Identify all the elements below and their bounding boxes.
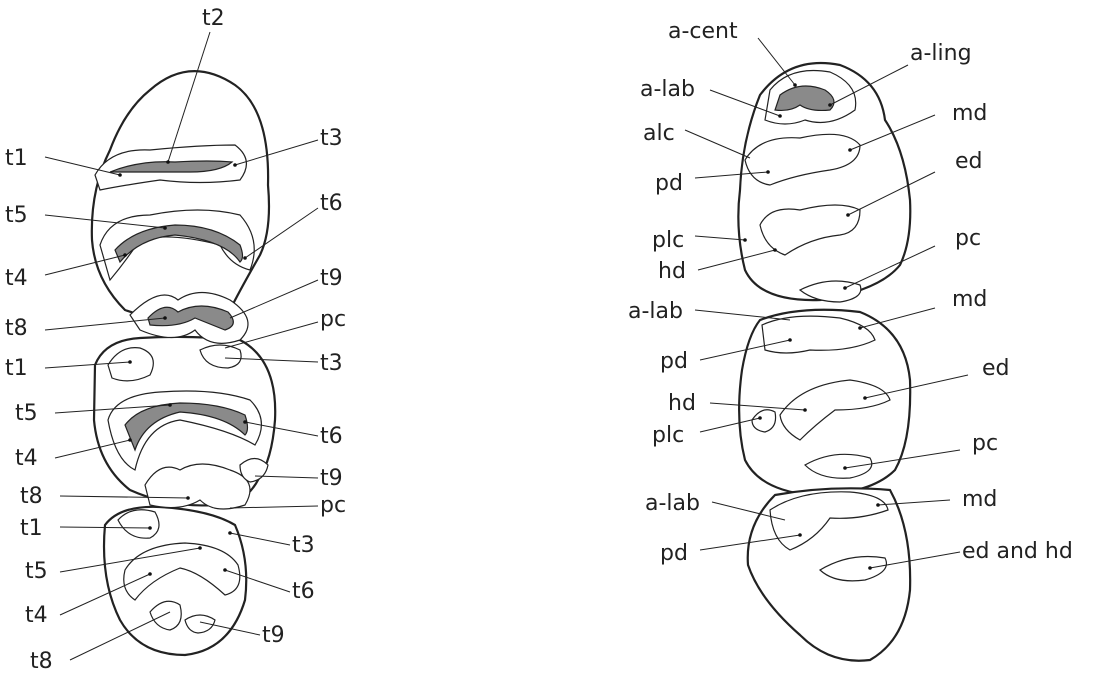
label-pc-mid: pc xyxy=(320,493,346,518)
label-plc-mid: plc xyxy=(652,423,684,448)
label-t3-upper: t3 xyxy=(320,126,343,151)
label-t9-mid: t9 xyxy=(320,466,343,491)
label-a-lab-upper: a-lab xyxy=(640,77,695,102)
label-a-lab-low: a-lab xyxy=(645,491,700,516)
label-md-low: md xyxy=(962,487,997,512)
label-t3-mid: t3 xyxy=(320,351,343,376)
label-hd-upper: hd xyxy=(658,259,686,284)
label-t5-mid: t5 xyxy=(15,401,38,426)
label-t9-low: t9 xyxy=(262,623,285,648)
right-tooth-drawing xyxy=(738,63,910,661)
label-t1-low: t1 xyxy=(20,516,43,541)
label-t6-low: t6 xyxy=(292,579,315,604)
label-a-cent: a-cent xyxy=(668,19,738,44)
label-t6-mid: t6 xyxy=(320,424,343,449)
label-pc-upper: pc xyxy=(320,307,346,332)
label-t9-upper: t9 xyxy=(320,266,343,291)
label-t4-mid: t4 xyxy=(15,446,38,471)
label-md-upper: md xyxy=(952,101,987,126)
label-t5-low: t5 xyxy=(25,559,48,584)
label-a-lab-mid: a-lab xyxy=(628,299,683,324)
label-t2-top: t2 xyxy=(202,6,225,31)
label-a-ling: a-ling xyxy=(910,41,972,66)
label-t8-mid: t8 xyxy=(20,484,43,509)
label-pd-low: pd xyxy=(660,541,688,566)
label-t1-mid: t1 xyxy=(5,356,28,381)
left-loph-mid-t9-ring xyxy=(240,459,268,483)
label-alc: alc xyxy=(643,121,675,146)
label-t6-upper: t6 xyxy=(320,191,343,216)
label-t5-upper: t5 xyxy=(5,203,28,228)
label-hd-mid: hd xyxy=(668,391,696,416)
label-md-mid: md xyxy=(952,287,987,312)
label-t1-upper: t1 xyxy=(5,146,28,171)
label-plc-upper: plc xyxy=(652,228,684,253)
label-t4-low: t4 xyxy=(25,603,48,628)
label-pd-upper: pd xyxy=(655,171,683,196)
label-ed-and-hd: ed and hd xyxy=(962,539,1073,564)
label-ed-mid: ed xyxy=(982,356,1010,381)
label-t8-upper: t8 xyxy=(5,316,28,341)
label-ed-upper: ed xyxy=(955,149,983,174)
label-pd-mid: pd xyxy=(660,349,688,374)
label-pc-mid: pc xyxy=(972,431,998,456)
label-t8-low: t8 xyxy=(30,649,53,674)
label-pc-upper: pc xyxy=(955,226,981,251)
label-t3-low: t3 xyxy=(292,533,315,558)
label-t4-upper: t4 xyxy=(5,266,28,291)
left-crown-1-outline xyxy=(92,71,269,320)
